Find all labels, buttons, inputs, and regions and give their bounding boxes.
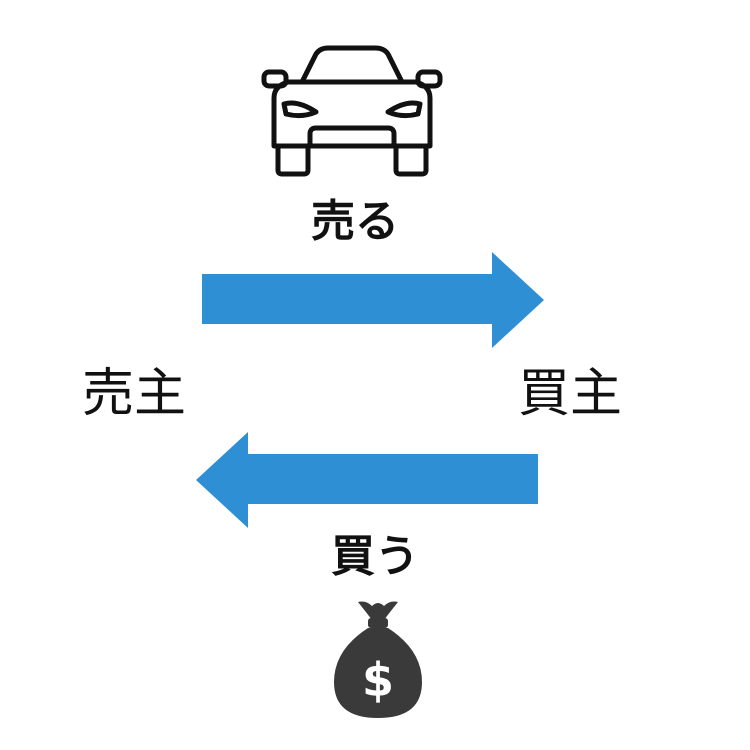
sell-label: 売る [311, 196, 399, 247]
seller-label: 売主 [82, 364, 187, 424]
sell-arrow-right [202, 252, 544, 348]
buy-label: 買う [331, 531, 419, 582]
dollar-sign: $ [362, 653, 394, 707]
car-icon [258, 42, 446, 178]
buy-arrow-left [196, 432, 538, 528]
money-bag-icon: $ [328, 598, 428, 722]
buyer-label: 買主 [518, 364, 623, 424]
